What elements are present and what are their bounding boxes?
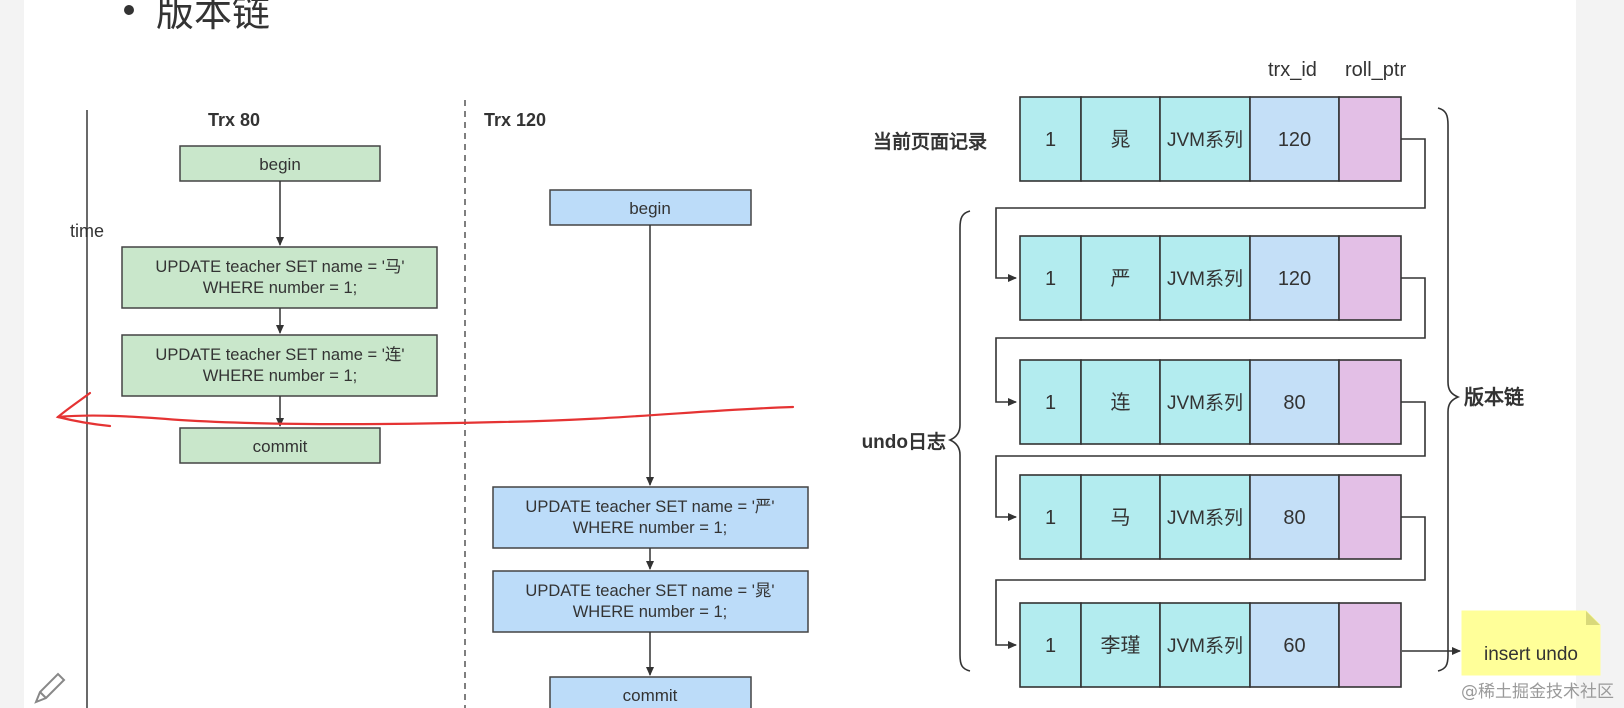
page-heading: 版本链 — [124, 0, 270, 37]
undo-log-brace — [947, 210, 971, 672]
trx-120-commit-label: commit — [623, 686, 678, 705]
record-cell-trx-id — [1249, 602, 1340, 688]
version-record-row: 1 马 JVM系列 80 — [1019, 474, 1402, 560]
record-value-id: 1 — [1045, 392, 1056, 414]
trx-120-commit-box: commit — [549, 676, 752, 708]
trx-80-update-2-line2: WHERE number = 1; — [203, 367, 358, 385]
record-value-id: 1 — [1045, 129, 1056, 151]
record-cell-trx-id — [1249, 474, 1340, 560]
trx-120-update-1-line1: UPDATE teacher SET name = '严' — [525, 498, 774, 516]
trx-120-update-2-line1: UPDATE teacher SET name = '晁' — [525, 582, 774, 600]
record-cell-class — [1159, 474, 1251, 560]
trx-80-update-1-line1: UPDATE teacher SET name = '马' — [155, 257, 404, 276]
heading-text: 版本链 — [156, 0, 271, 35]
record-cell-class — [1159, 96, 1251, 182]
trx-120-update-2-box: UPDATE teacher SET name = '晁' WHERE numb… — [492, 570, 809, 633]
record-value-id: 1 — [1045, 507, 1056, 529]
record-value-class: JVM系列 — [1167, 129, 1243, 151]
version-chain-label: 版本链 — [1464, 385, 1525, 409]
record-cell-class — [1159, 359, 1251, 445]
record-value-trx-id: 120 — [1278, 268, 1311, 290]
insert-undo-label: insert undo — [1484, 644, 1578, 665]
red-annotation-arrow-icon — [55, 391, 795, 428]
record-cell-id — [1019, 474, 1082, 560]
record-value-class: JVM系列 — [1167, 507, 1243, 529]
record-cell-name — [1080, 474, 1161, 560]
trx-80-update-2-line1: UPDATE teacher SET name = '连' — [155, 345, 404, 364]
record-cell-class — [1159, 235, 1251, 321]
column-header-roll-ptr: roll_ptr — [1345, 59, 1406, 81]
record-value-trx-id: 120 — [1278, 129, 1311, 151]
record-value-trx-id: 80 — [1283, 392, 1305, 414]
record-cell-roll-ptr — [1338, 359, 1402, 445]
trx-120-title: Trx 120 — [484, 110, 546, 130]
trx-120-begin-box: begin — [549, 189, 752, 226]
trx-120-update-1-box: UPDATE teacher SET name = '严' WHERE numb… — [492, 486, 809, 549]
record-value-class: JVM系列 — [1167, 268, 1243, 290]
version-record-row: 1 连 JVM系列 80 — [1019, 359, 1402, 445]
column-header-trx-id: trx_id — [1268, 59, 1317, 81]
record-value-class: JVM系列 — [1167, 635, 1243, 657]
record-cell-id — [1019, 602, 1082, 688]
record-value-name: 严 — [1111, 268, 1131, 290]
record-cell-name — [1080, 602, 1161, 688]
trx-80-begin-label: begin — [259, 155, 301, 174]
version-record-row: 1 严 JVM系列 120 — [1019, 235, 1402, 321]
record-value-trx-id: 80 — [1283, 507, 1305, 529]
pencil-icon[interactable] — [30, 668, 70, 708]
trx-80-title: Trx 80 — [208, 110, 260, 130]
record-cell-class — [1159, 602, 1251, 688]
record-value-name: 李瑾 — [1101, 634, 1141, 657]
record-value-trx-id: 60 — [1283, 635, 1305, 657]
record-cell-roll-ptr — [1338, 96, 1402, 182]
insert-undo-note: insert undo — [1461, 610, 1601, 676]
bullet-icon — [124, 4, 134, 15]
trx-80-update-1-line2: WHERE number = 1; — [203, 279, 358, 297]
roll-ptr-connector — [995, 516, 1426, 649]
record-value-id: 1 — [1045, 268, 1056, 290]
record-cell-roll-ptr — [1338, 602, 1402, 688]
trx-120-update-2-line2: WHERE number = 1; — [573, 603, 728, 621]
record-value-name: 马 — [1111, 507, 1131, 529]
record-rows: 1 晁 JVM系列 120 1 严 JVM系列 120 1 连 JVM系列 80 1 马 JVM系列 80 1 李… — [1019, 96, 1402, 688]
roll-ptr-connector — [995, 277, 1426, 406]
record-cell-roll-ptr — [1338, 474, 1402, 560]
trx-80-update-2-box: UPDATE teacher SET name = '连' WHERE numb… — [121, 334, 438, 397]
record-cell-id — [1019, 235, 1082, 321]
trx-120-update-1-line2: WHERE number = 1; — [573, 519, 728, 537]
record-cell-trx-id — [1249, 359, 1340, 445]
trx-80-update-1-box: UPDATE teacher SET name = '马' WHERE numb… — [121, 246, 438, 309]
version-chain-brace — [1437, 107, 1461, 672]
trx-80-commit-box: commit — [179, 427, 381, 464]
record-cell-name — [1080, 359, 1161, 445]
record-value-name: 晁 — [1111, 129, 1131, 151]
undo-log-label: undo日志 — [862, 430, 946, 453]
version-record-row: 1 李瑾 JVM系列 60 — [1019, 602, 1402, 688]
roll-ptr-connector — [995, 401, 1426, 521]
record-cell-id — [1019, 359, 1082, 445]
record-value-id: 1 — [1045, 635, 1056, 657]
trx-120-begin-label: begin — [629, 199, 671, 218]
record-cell-roll-ptr — [1338, 235, 1402, 321]
roll-ptr-connectors — [995, 138, 1426, 649]
time-label: time — [70, 221, 104, 241]
trx-80-begin-box: begin — [179, 145, 381, 182]
trx-80-commit-label: commit — [253, 437, 308, 456]
record-value-name: 连 — [1111, 391, 1131, 414]
version-record-row: 1 晁 JVM系列 120 — [1019, 96, 1402, 182]
current-page-record-label: 当前页面记录 — [873, 130, 987, 153]
roll-ptr-connector — [995, 138, 1426, 282]
record-cell-id — [1019, 96, 1082, 182]
watermark: @稀土掘金技术社区 — [1461, 682, 1614, 702]
record-value-class: JVM系列 — [1167, 392, 1243, 414]
